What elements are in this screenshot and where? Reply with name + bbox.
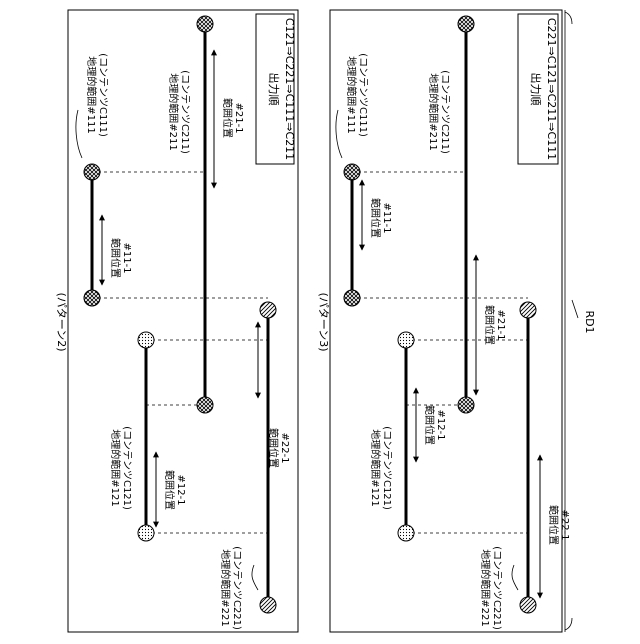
- pattern-label: (パターン3): [317, 292, 330, 351]
- position-id: #22-1: [559, 509, 570, 540]
- range-221: 地理的範囲#221 (コンテンツC221) 範囲位置 #22-1: [479, 302, 570, 630]
- content-label: (コンテンツC211): [179, 70, 190, 154]
- position-id: #12-1: [435, 409, 446, 440]
- content-label: (コンテンツC121): [381, 426, 392, 510]
- output-order-box: 出力順 C121⇒C221⇒C111⇒C211: [256, 14, 296, 164]
- position-label: 範囲位置: [163, 470, 176, 510]
- position-label: 範囲位置: [369, 198, 382, 238]
- position-id: #21-1: [495, 309, 506, 340]
- area-label: 地理的範囲#121: [109, 429, 122, 506]
- output-order-box: 出力順 C221⇒C121⇒C211⇒C111: [518, 14, 558, 164]
- position-label: 範囲位置: [267, 428, 280, 468]
- figure-ref-label: RD1: [583, 310, 596, 333]
- endpoint-dotted: [138, 332, 154, 348]
- position-id: #21-1: [233, 102, 244, 133]
- position-label: 範囲位置: [483, 305, 496, 345]
- panel-pattern-2: 出力順 C121⇒C221⇒C111⇒C211 (パターン2) 地理的範囲#11…: [55, 10, 298, 632]
- range-221: 地理的範囲#221 (コンテンツC221) 範囲位置 #22-1: [219, 302, 290, 630]
- position-id: #11-1: [121, 242, 132, 273]
- endpoint-crosshatch: [84, 290, 100, 306]
- endpoint-crosshatch: [458, 16, 474, 32]
- panel-pattern-3: 出力順 C221⇒C121⇒C211⇒C111 (パターン3) 地理的範囲#11…: [317, 10, 570, 632]
- position-id: #11-1: [381, 202, 392, 233]
- endpoint-crosshatch: [197, 16, 213, 32]
- output-order-title: 出力順: [267, 73, 281, 106]
- area-label: 地理的範囲#211: [167, 73, 180, 150]
- range-121: 地理的範囲#121 (コンテンツC121) 範囲位置 #12-1: [109, 332, 186, 541]
- range-121: 地理的範囲#121 (コンテンツC121) 範囲位置 #12-1: [369, 332, 446, 541]
- content-label: (コンテンツC121): [121, 426, 132, 510]
- endpoint-diagonal: [260, 302, 276, 318]
- range-211: 地理的範囲#211 (コンテンツC211) 範囲位置 #21-1: [427, 16, 506, 413]
- content-label: (コンテンツC221): [491, 546, 502, 630]
- content-label: (コンテンツC111): [97, 53, 108, 137]
- pattern-label: (パターン2): [55, 292, 68, 351]
- endpoint-diagonal: [260, 597, 276, 613]
- endpoint-crosshatch: [344, 164, 360, 180]
- endpoint-diagonal: [520, 597, 536, 613]
- area-label: 地理的範囲#221: [479, 549, 492, 626]
- endpoint-crosshatch: [197, 397, 213, 413]
- range-111: 地理的範囲#111 (コンテンツC111) 範囲位置 #11-1: [336, 53, 392, 306]
- area-label: 地理的範囲#111: [345, 56, 358, 133]
- output-order-sequence: C221⇒C121⇒C211⇒C111: [545, 18, 558, 160]
- position-id: #12-1: [175, 474, 186, 505]
- position-label: 範囲位置: [423, 405, 436, 445]
- endpoint-dotted: [138, 525, 154, 541]
- endpoint-dotted: [398, 332, 414, 348]
- area-label: 地理的範囲#121: [369, 429, 382, 506]
- position-id: #22-1: [279, 432, 290, 463]
- endpoint-crosshatch: [344, 290, 360, 306]
- endpoint-crosshatch: [84, 164, 100, 180]
- content-label: (コンテンツC211): [439, 70, 450, 154]
- content-label: (コンテンツC221): [231, 546, 242, 630]
- endpoint-crosshatch: [458, 397, 474, 413]
- range-111: 地理的範囲#111 (コンテンツC111) 範囲位置 #11-1: [76, 53, 132, 306]
- endpoint-dotted: [398, 525, 414, 541]
- area-label: 地理的範囲#211: [427, 73, 440, 150]
- output-order-title: 出力順: [529, 73, 543, 106]
- area-label: 地理的範囲#111: [85, 56, 98, 133]
- position-label: 範囲位置: [109, 238, 122, 278]
- output-order-sequence: C121⇒C221⇒C111⇒C211: [283, 18, 296, 160]
- position-label: 範囲位置: [547, 505, 560, 545]
- range-211: 地理的範囲#211 (コンテンツC211) 範囲位置 #21-1: [167, 16, 244, 413]
- position-label: 範囲位置: [221, 98, 234, 138]
- content-label: (コンテンツC111): [357, 53, 368, 137]
- endpoint-diagonal: [520, 302, 536, 318]
- area-label: 地理的範囲#221: [219, 549, 232, 626]
